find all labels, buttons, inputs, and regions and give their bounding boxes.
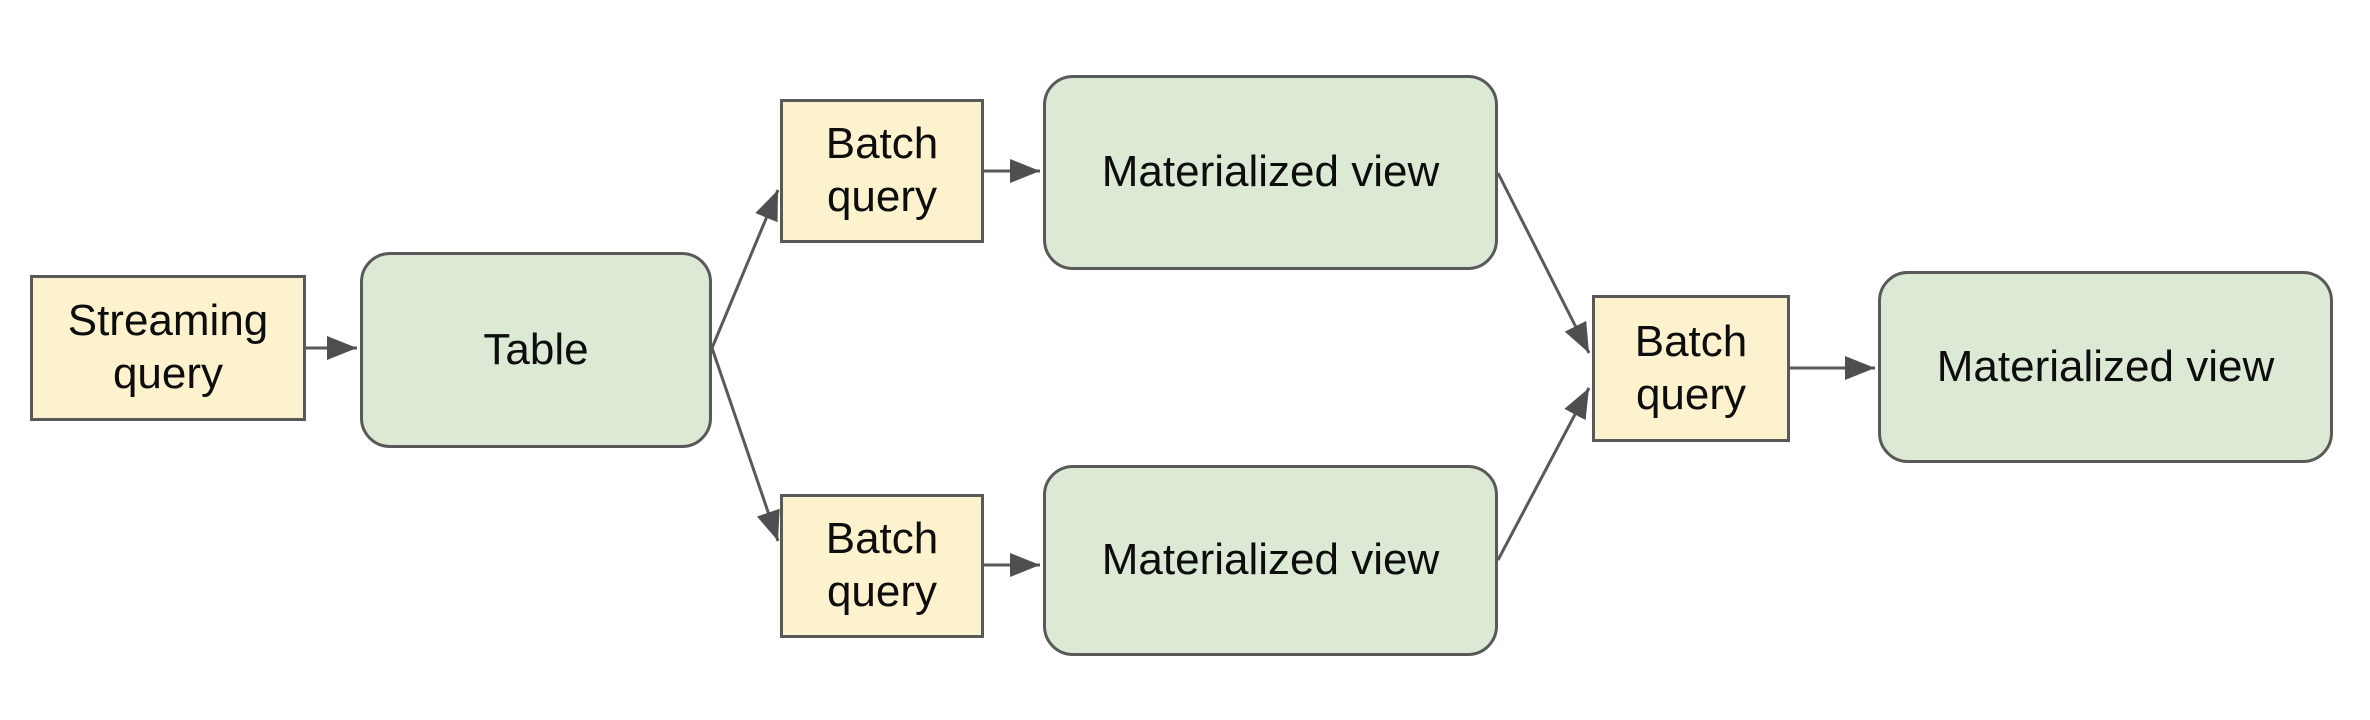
- node-materialized-view-bottom: Materialized view: [1043, 465, 1498, 656]
- connector-mv-top-to-batch-query-final: [1496, 172, 1591, 354]
- node-streaming-query-label: Streaming query: [67, 296, 269, 398]
- node-batch-query-final-label: Batch query: [1634, 316, 1748, 419]
- node-batch-query-top-label: Batch query: [825, 119, 939, 221]
- connector-table-to-batch-query-bottom: [710, 347, 780, 542]
- node-table: Table: [360, 252, 712, 448]
- node-materialized-view-final-label: Materialized view: [1936, 341, 2275, 391]
- node-batch-query-bottom: Batch query: [780, 494, 984, 638]
- node-table-label: Table: [483, 324, 589, 374]
- node-materialized-view-bottom-label: Materialized view: [1101, 535, 1440, 585]
- node-streaming-query: Streaming query: [30, 275, 306, 421]
- node-batch-query-top: Batch query: [780, 99, 984, 243]
- node-materialized-view-final: Materialized view: [1878, 271, 2333, 463]
- node-materialized-view-top: Materialized view: [1043, 75, 1498, 270]
- connector-mv-bottom-to-batch-query-final: [1496, 387, 1591, 561]
- node-materialized-view-top-label: Materialized view: [1101, 147, 1440, 197]
- connector-table-to-batch-query-top: [710, 189, 780, 349]
- node-batch-query-final: Batch query: [1592, 295, 1790, 442]
- node-batch-query-bottom-label: Batch query: [825, 514, 939, 616]
